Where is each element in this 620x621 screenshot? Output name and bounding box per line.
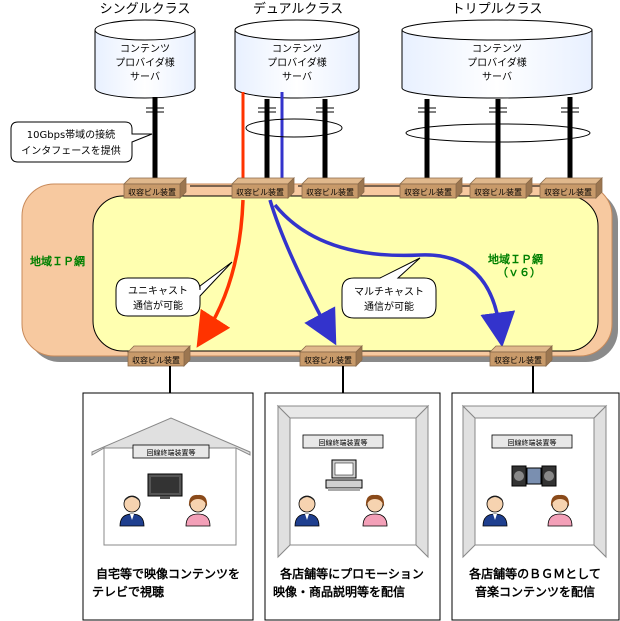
server-single-line1: コンテンツ [120, 44, 170, 55]
unicast-callout-line2: 通信が可能 [133, 299, 183, 312]
unicast-arrow [196, 199, 245, 348]
computer-icon [325, 459, 363, 491]
usecase-panel-promotion: 回線終端装置等 各店舗等にプロモーション 映像・商品説明等を配信 [264, 392, 441, 621]
bottom-device-1: 収容ビル装置 [127, 345, 191, 367]
server-triple: コンテンツ プロバイダ様 サーバ [401, 19, 593, 99]
bottom-device-3-label: 収容ビル装置 [494, 355, 542, 365]
terminal-device-bgm: 回線終端装置等 [491, 434, 573, 449]
terminal-label-promotion: 回線終端装置等 [319, 438, 368, 447]
usecase-panel-home: 回線終端装置等 自宅等で映像コンテンツを テレビで視聴 [82, 392, 254, 621]
top-device-3: 収容ビル装置 [301, 177, 365, 199]
top-device-3-label: 収容ビル装置 [306, 187, 354, 197]
usecase-bgm-line1: 各店舗等のＢＧＭとして [468, 566, 601, 581]
terminal-label-bgm: 回線終端装置等 [508, 438, 557, 447]
terminal-device-home: 回線終端装置等 [132, 444, 210, 459]
tier-label-single: シングルクラス [100, 2, 191, 17]
bottom-device-2: 収容ビル装置 [299, 345, 363, 367]
top-device-5: 収容ビル装置 [469, 177, 533, 199]
top-device-2-label: 収容ビル装置 [236, 187, 284, 197]
top-device-4-label: 収容ビル装置 [404, 187, 452, 197]
bottom-device-3: 収容ビル装置 [489, 345, 553, 367]
usecase-home-line1: 自宅等で映像コンテンツを [96, 566, 240, 581]
usecase-bgm-line2: 音楽コンテンツを配信 [475, 584, 595, 599]
usecase-promotion-line1: 各店舗等にプロモーション [279, 566, 424, 581]
multicast-callout-line1: マルチキャスト [354, 286, 424, 298]
multicast-arrow-1 [268, 199, 337, 346]
interface-callout-line2: インタフェースを提供 [21, 144, 121, 157]
server-dual-line2: プロバイダ様 [267, 56, 327, 69]
inner-network-sub: （ｖ６） [497, 266, 541, 279]
server-triple-line1: コンテンツ [472, 44, 522, 55]
server-single-line3: サーバ [130, 71, 160, 83]
top-device-2: 収容ビル装置 [231, 177, 295, 199]
multicast-callout-line2: 通信が可能 [364, 300, 414, 313]
bottom-device-1-label: 収容ビル装置 [132, 355, 180, 365]
server-triple-line3: サーバ [482, 71, 512, 83]
top-device-1: 収容ビル装置 [123, 177, 187, 199]
server-single-line2: プロバイダ様 [115, 56, 175, 69]
server-dual: コンテンツ プロバイダ様 サーバ [234, 19, 360, 99]
usecase-promotion-line2: 映像・商品説明等を配信 [273, 584, 405, 599]
tier-label-dual: デュアルクラス [253, 1, 343, 17]
top-device-4: 収容ビル装置 [399, 177, 463, 199]
usecase-home-line2: テレビで視聴 [92, 584, 164, 599]
stereo-icon [511, 465, 557, 487]
inner-network-label: 地域ＩＰ網 [488, 252, 543, 266]
top-device-6: 収容ビル装置 [539, 177, 603, 199]
server-dual-line1: コンテンツ [272, 44, 322, 55]
multicast-callout: マルチキャスト 通信が可能 [341, 257, 437, 319]
top-device-6-label: 収容ビル装置 [544, 187, 592, 197]
server-dual-line3: サーバ [282, 71, 312, 83]
terminal-device-promotion: 回線終端装置等 [302, 434, 384, 449]
server-links [146, 92, 591, 180]
outer-network-label: 地域ＩＰ網 [30, 254, 85, 268]
top-device-5-label: 収容ビル装置 [474, 187, 522, 197]
server-triple-line2: プロバイダ様 [467, 56, 527, 69]
interface-callout-line1: 10Gbps帯域の接続 [27, 128, 115, 141]
interface-callout: 10Gbps帯域の接続 インタフェースを提供 [10, 121, 153, 163]
unicast-callout-line1: ユニキャスト [128, 286, 188, 297]
unicast-callout: ユニキャスト 通信が可能 [115, 261, 233, 317]
terminal-label-home: 回線終端装置等 [147, 448, 196, 457]
usecase-panel-bgm: 回線終端装置等 各店舗等のＢＧＭとして 音楽コンテンツを配信 [451, 392, 620, 621]
top-device-1-label: 収容ビル装置 [128, 187, 176, 197]
tier-label-triple: トリプルクラス [452, 2, 543, 17]
multicast-arrow-2 [273, 203, 516, 348]
server-single: コンテンツ プロバイダ様 サーバ [94, 19, 196, 99]
bottom-device-2-label: 収容ビル装置 [304, 355, 352, 365]
tv-icon [147, 473, 183, 499]
